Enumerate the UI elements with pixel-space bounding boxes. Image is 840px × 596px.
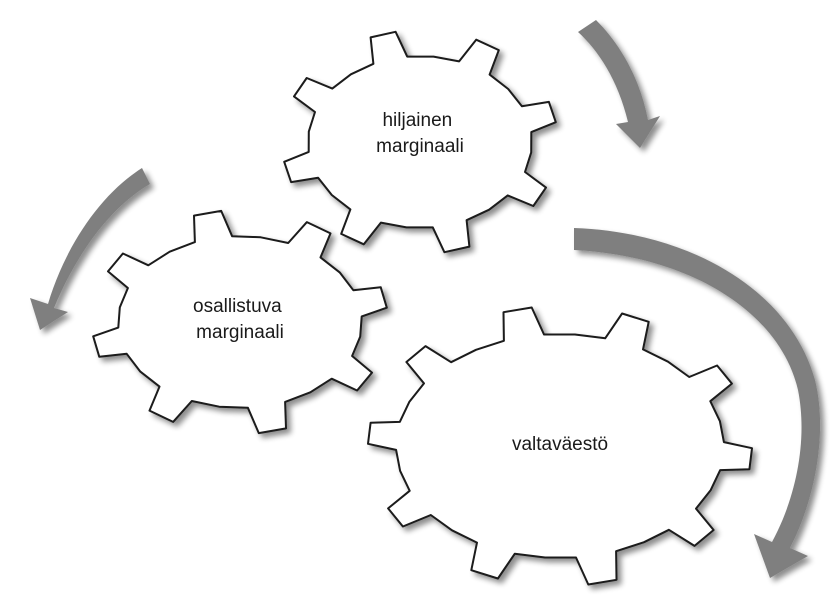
gear-valtavaesto: [367, 306, 753, 586]
label-line: marginaali: [376, 136, 464, 157]
gear-label-bottom: valtaväestö: [512, 434, 608, 455]
gear-osallistuva-marginaali: [92, 209, 388, 435]
gear-shape: [283, 30, 557, 254]
label-line: marginaali: [196, 322, 284, 343]
curved-arrow-icon: [30, 168, 150, 330]
label-line: osallistuva: [193, 296, 282, 317]
gear-shape: [367, 306, 753, 586]
gear-label-top: hiljainen marginaali: [376, 110, 464, 157]
arrows: [30, 20, 821, 578]
gear-label-left: osallistuva marginaali: [193, 296, 287, 343]
label-line: valtaväestö: [512, 434, 608, 455]
curved-arrow-icon: [574, 228, 821, 578]
gear-shape: [92, 209, 388, 435]
curved-arrow-icon: [578, 20, 660, 148]
gear-hiljainen-marginaali: [283, 30, 557, 254]
label-line: hiljainen: [382, 110, 452, 131]
